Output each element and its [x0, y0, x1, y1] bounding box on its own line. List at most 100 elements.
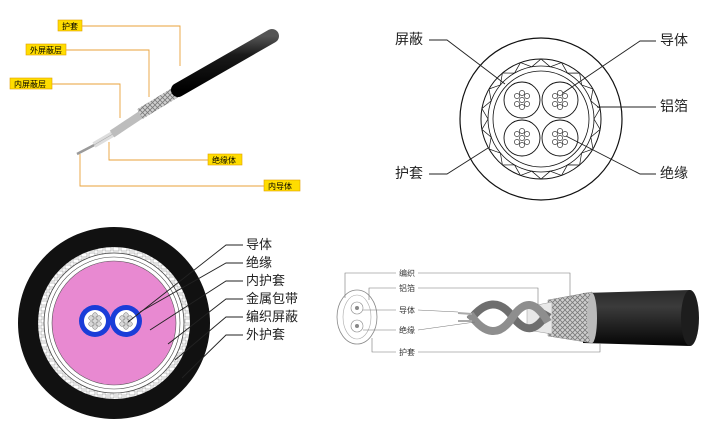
label-p4-braid: 编织	[399, 268, 415, 278]
shield-zigzag	[481, 58, 601, 180]
core-strand	[562, 101, 568, 107]
jacket-drawing	[171, 29, 279, 97]
label-jacket: 护套	[395, 166, 423, 182]
leader-jacket	[82, 25, 181, 66]
tp-endview-cond-a	[355, 306, 359, 310]
tp-wire-b	[466, 301, 552, 335]
pair-strand	[96, 315, 102, 321]
tag-outer-shield-label: 外屏蔽层	[30, 45, 62, 55]
core-strand	[552, 131, 558, 137]
core-strand	[514, 131, 520, 137]
core-strand	[562, 131, 568, 137]
label-p4-foil: 铝箔	[399, 283, 415, 293]
tp-endview-inner	[342, 294, 372, 340]
tp-jacket-drawing	[583, 290, 698, 346]
core-strand	[514, 139, 520, 145]
leader-insulation	[108, 142, 208, 161]
tag-inner-conductor	[263, 179, 301, 192]
core-strand	[514, 93, 520, 99]
tp-braid-end	[587, 293, 597, 343]
tp-endview-core-b	[350, 319, 364, 333]
leader-p3-inner-jacket	[149, 280, 243, 331]
tag-outer-shield	[25, 43, 67, 56]
conductor-strands	[88, 312, 133, 330]
core-strand	[519, 135, 525, 141]
tag-jacket	[57, 19, 83, 32]
tag-inner-shield	[9, 77, 53, 90]
pair-strand	[119, 315, 125, 321]
leader-p4-insulation-right	[417, 321, 476, 331]
leader-conductor	[562, 40, 656, 94]
core-strand	[557, 135, 563, 141]
leader-shield	[429, 39, 506, 85]
inner-jacket-ring	[47, 256, 181, 390]
tag-inner-shield-label: 内屏蔽层	[14, 79, 46, 89]
tp-endview-outer	[336, 289, 378, 345]
core-strand	[519, 97, 525, 103]
core-strand	[514, 101, 520, 107]
tag-inner-conductor-label: 内导体	[268, 181, 292, 191]
label-conductor: 导体	[660, 33, 688, 49]
label-p4-insulation: 绝缘	[399, 325, 415, 335]
core-strand	[557, 97, 563, 103]
leader-p3-metal-tape	[167, 298, 243, 345]
tp-jacket-end	[681, 290, 699, 346]
core-strand	[557, 142, 563, 148]
leader-inner-conductor	[79, 154, 264, 187]
core-strand	[519, 142, 525, 148]
pair-strand	[123, 318, 129, 324]
leader-p4-braid-right	[418, 272, 571, 298]
pair-strand	[123, 324, 129, 330]
core-strand	[524, 131, 530, 137]
label-p3-braid: 编织屏蔽	[246, 310, 298, 325]
core-strand	[562, 93, 568, 99]
leader-p3-conductor	[127, 244, 243, 323]
leader-p3-outer-jacket	[181, 334, 243, 379]
quad-cross-section-panel: 屏蔽 护套 导体 铝箔 绝缘	[395, 32, 688, 201]
core-strand	[562, 139, 568, 145]
core-strand	[524, 93, 530, 99]
core-strand	[524, 101, 530, 107]
leader-p4-braid-left	[344, 272, 396, 298]
label-shield: 屏蔽	[395, 32, 423, 48]
label-p4-jacket: 护套	[399, 347, 415, 357]
leader-jacket-2	[429, 147, 489, 175]
tag-insulation-label: 绝缘体	[212, 155, 236, 165]
leader-p3-insulation	[139, 262, 243, 313]
pair-strand	[88, 321, 94, 327]
conductor-group	[503, 81, 579, 157]
core-strand	[519, 128, 525, 134]
core-strand	[557, 104, 563, 110]
tp-braid-drawing	[547, 291, 593, 344]
core-strand	[552, 139, 558, 145]
leader-p4-jacket-right	[418, 343, 601, 353]
tag-jacket-label: 护套	[62, 21, 78, 31]
core-strand	[524, 139, 530, 145]
label-p3-metal-tape: 金属包带	[246, 291, 298, 307]
pair-strand	[127, 321, 133, 327]
twisted-pair-cable-panel: 编织 铝箔 导体 绝缘 护套	[336, 268, 699, 357]
label-p3-inner-jacket: 内护套	[246, 273, 285, 289]
leader-p3-braid	[174, 316, 243, 361]
tag-insulation	[207, 153, 243, 166]
core-strand	[557, 128, 563, 134]
core-strand	[519, 90, 525, 96]
leader-p4-jacket-left	[371, 338, 396, 353]
pair-strand	[119, 321, 125, 327]
label-insulation: 绝缘	[660, 166, 688, 182]
leader-p4-foil-left	[368, 287, 396, 300]
leader-outer-shield	[66, 49, 150, 97]
pair-strand	[92, 318, 98, 324]
coax-cable-panel: 护套 外屏蔽层 内屏蔽层 绝缘体 内导体	[9, 19, 301, 192]
pair-strand	[88, 315, 94, 321]
leader-inner-shield	[52, 83, 121, 118]
tp-endview-cond-b	[355, 324, 359, 328]
pair-strand	[92, 324, 98, 330]
label-p4-conductor: 导体	[399, 305, 415, 315]
label-p3-conductor: 导体	[246, 238, 272, 253]
tp-endview-core-a	[350, 301, 364, 315]
core-strand	[552, 93, 558, 99]
core-strand	[557, 90, 563, 96]
label-p3-insulation: 绝缘	[246, 255, 272, 271]
